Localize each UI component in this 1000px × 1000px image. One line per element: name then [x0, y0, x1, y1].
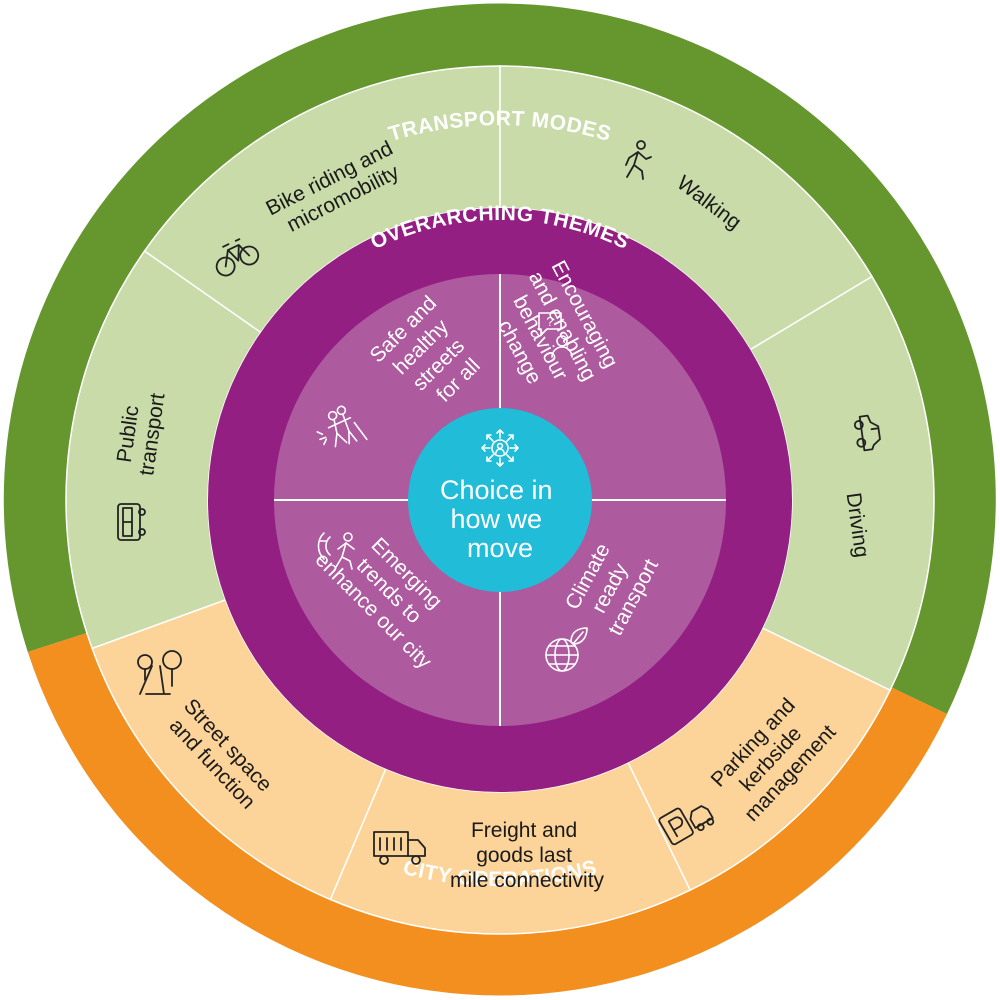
center-label: Choice in how we move — [440, 475, 560, 563]
question-person-icon: ? — [538, 312, 573, 358]
walking-person-icon — [625, 140, 652, 180]
center-choice[interactable]: Choice in how we move — [440, 429, 560, 563]
sector-freight[interactable]: Freight and goods last mile connectivity — [373, 819, 605, 892]
car-icon — [853, 414, 881, 452]
globe-leaf-icon — [545, 627, 588, 672]
arrows-out-icon — [481, 429, 519, 467]
sector-public-label: Public transport — [111, 388, 169, 477]
truck-icon — [373, 831, 426, 865]
theme-safe[interactable]: Safe and healthy streets for all — [312, 287, 499, 454]
pedestrians-icon — [316, 405, 368, 448]
street-trees-icon — [137, 650, 182, 695]
bus-icon — [117, 503, 146, 541]
bicycle-icon — [215, 238, 260, 277]
parking-icon — [658, 805, 715, 846]
moving-person-icon — [317, 532, 355, 570]
sector-public[interactable]: Public transport — [111, 388, 170, 541]
question-mark-glyph: ? — [546, 314, 553, 329]
center-circle — [408, 408, 592, 592]
sector-freight-label: Freight and goods last mile connectivity — [450, 819, 605, 892]
theme-safe-label: Safe and healthy streets for all — [365, 287, 498, 420]
